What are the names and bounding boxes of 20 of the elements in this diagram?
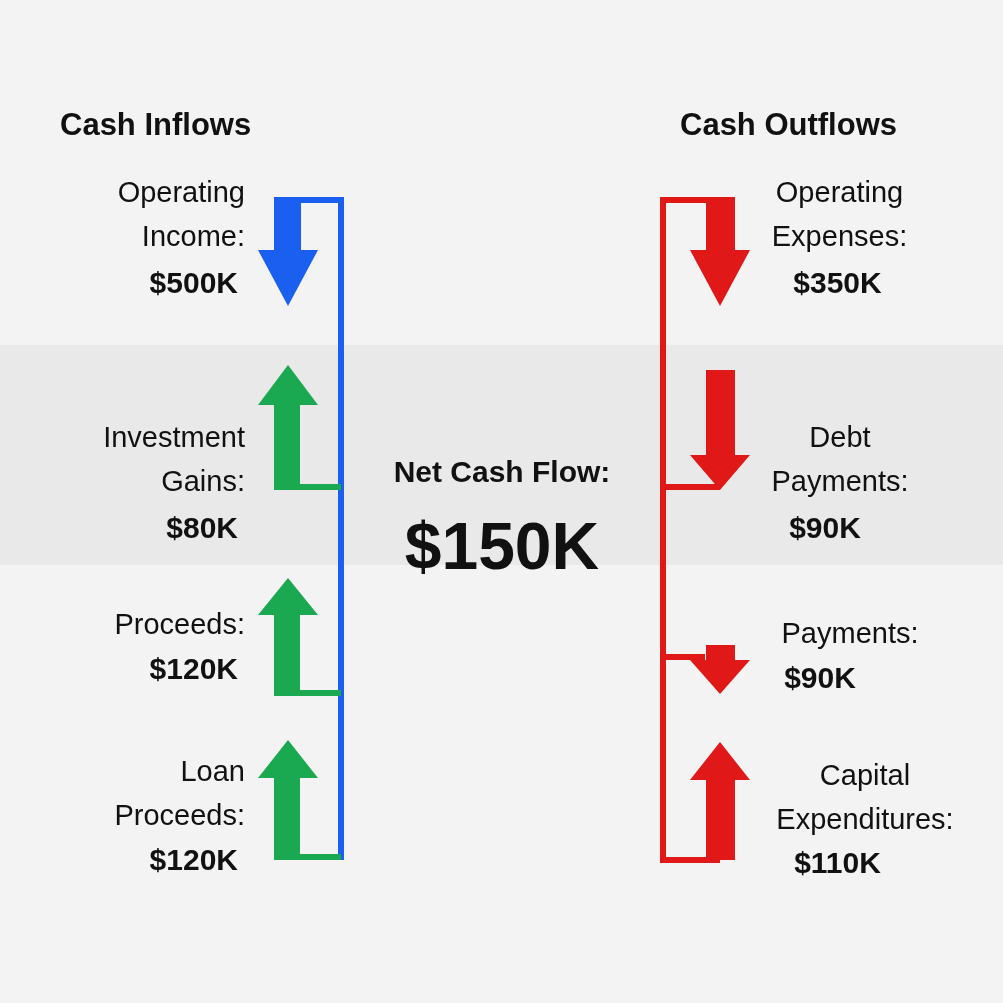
item-name: Operating Income: (117, 176, 245, 252)
item-name: Capital Expenditures: (776, 759, 954, 835)
item-name: Investment Gains: (103, 421, 245, 497)
amount: $90K (789, 511, 861, 544)
amount: $120K (149, 652, 238, 685)
item-name: Loan Proceeds: (114, 755, 245, 831)
net-flow-title: Net Cash Flow: (393, 455, 611, 488)
amount: $500K (149, 266, 238, 299)
amount: $120K (149, 843, 238, 876)
amount: $110K (794, 846, 881, 879)
amount: $90K (784, 661, 856, 694)
section-heading: Cash Inflows (60, 107, 252, 142)
amount: $80K (166, 511, 238, 544)
amount: $350K (793, 266, 882, 299)
item-name: Payments: (781, 617, 919, 649)
item-name: Debt Payments: (771, 421, 909, 497)
item-name: Proceeds: (114, 608, 245, 640)
item-name: Operating Expenses: (771, 176, 908, 252)
net-flow-amount: $150K (404, 509, 600, 583)
section-heading: Cash Outflows (680, 107, 897, 142)
